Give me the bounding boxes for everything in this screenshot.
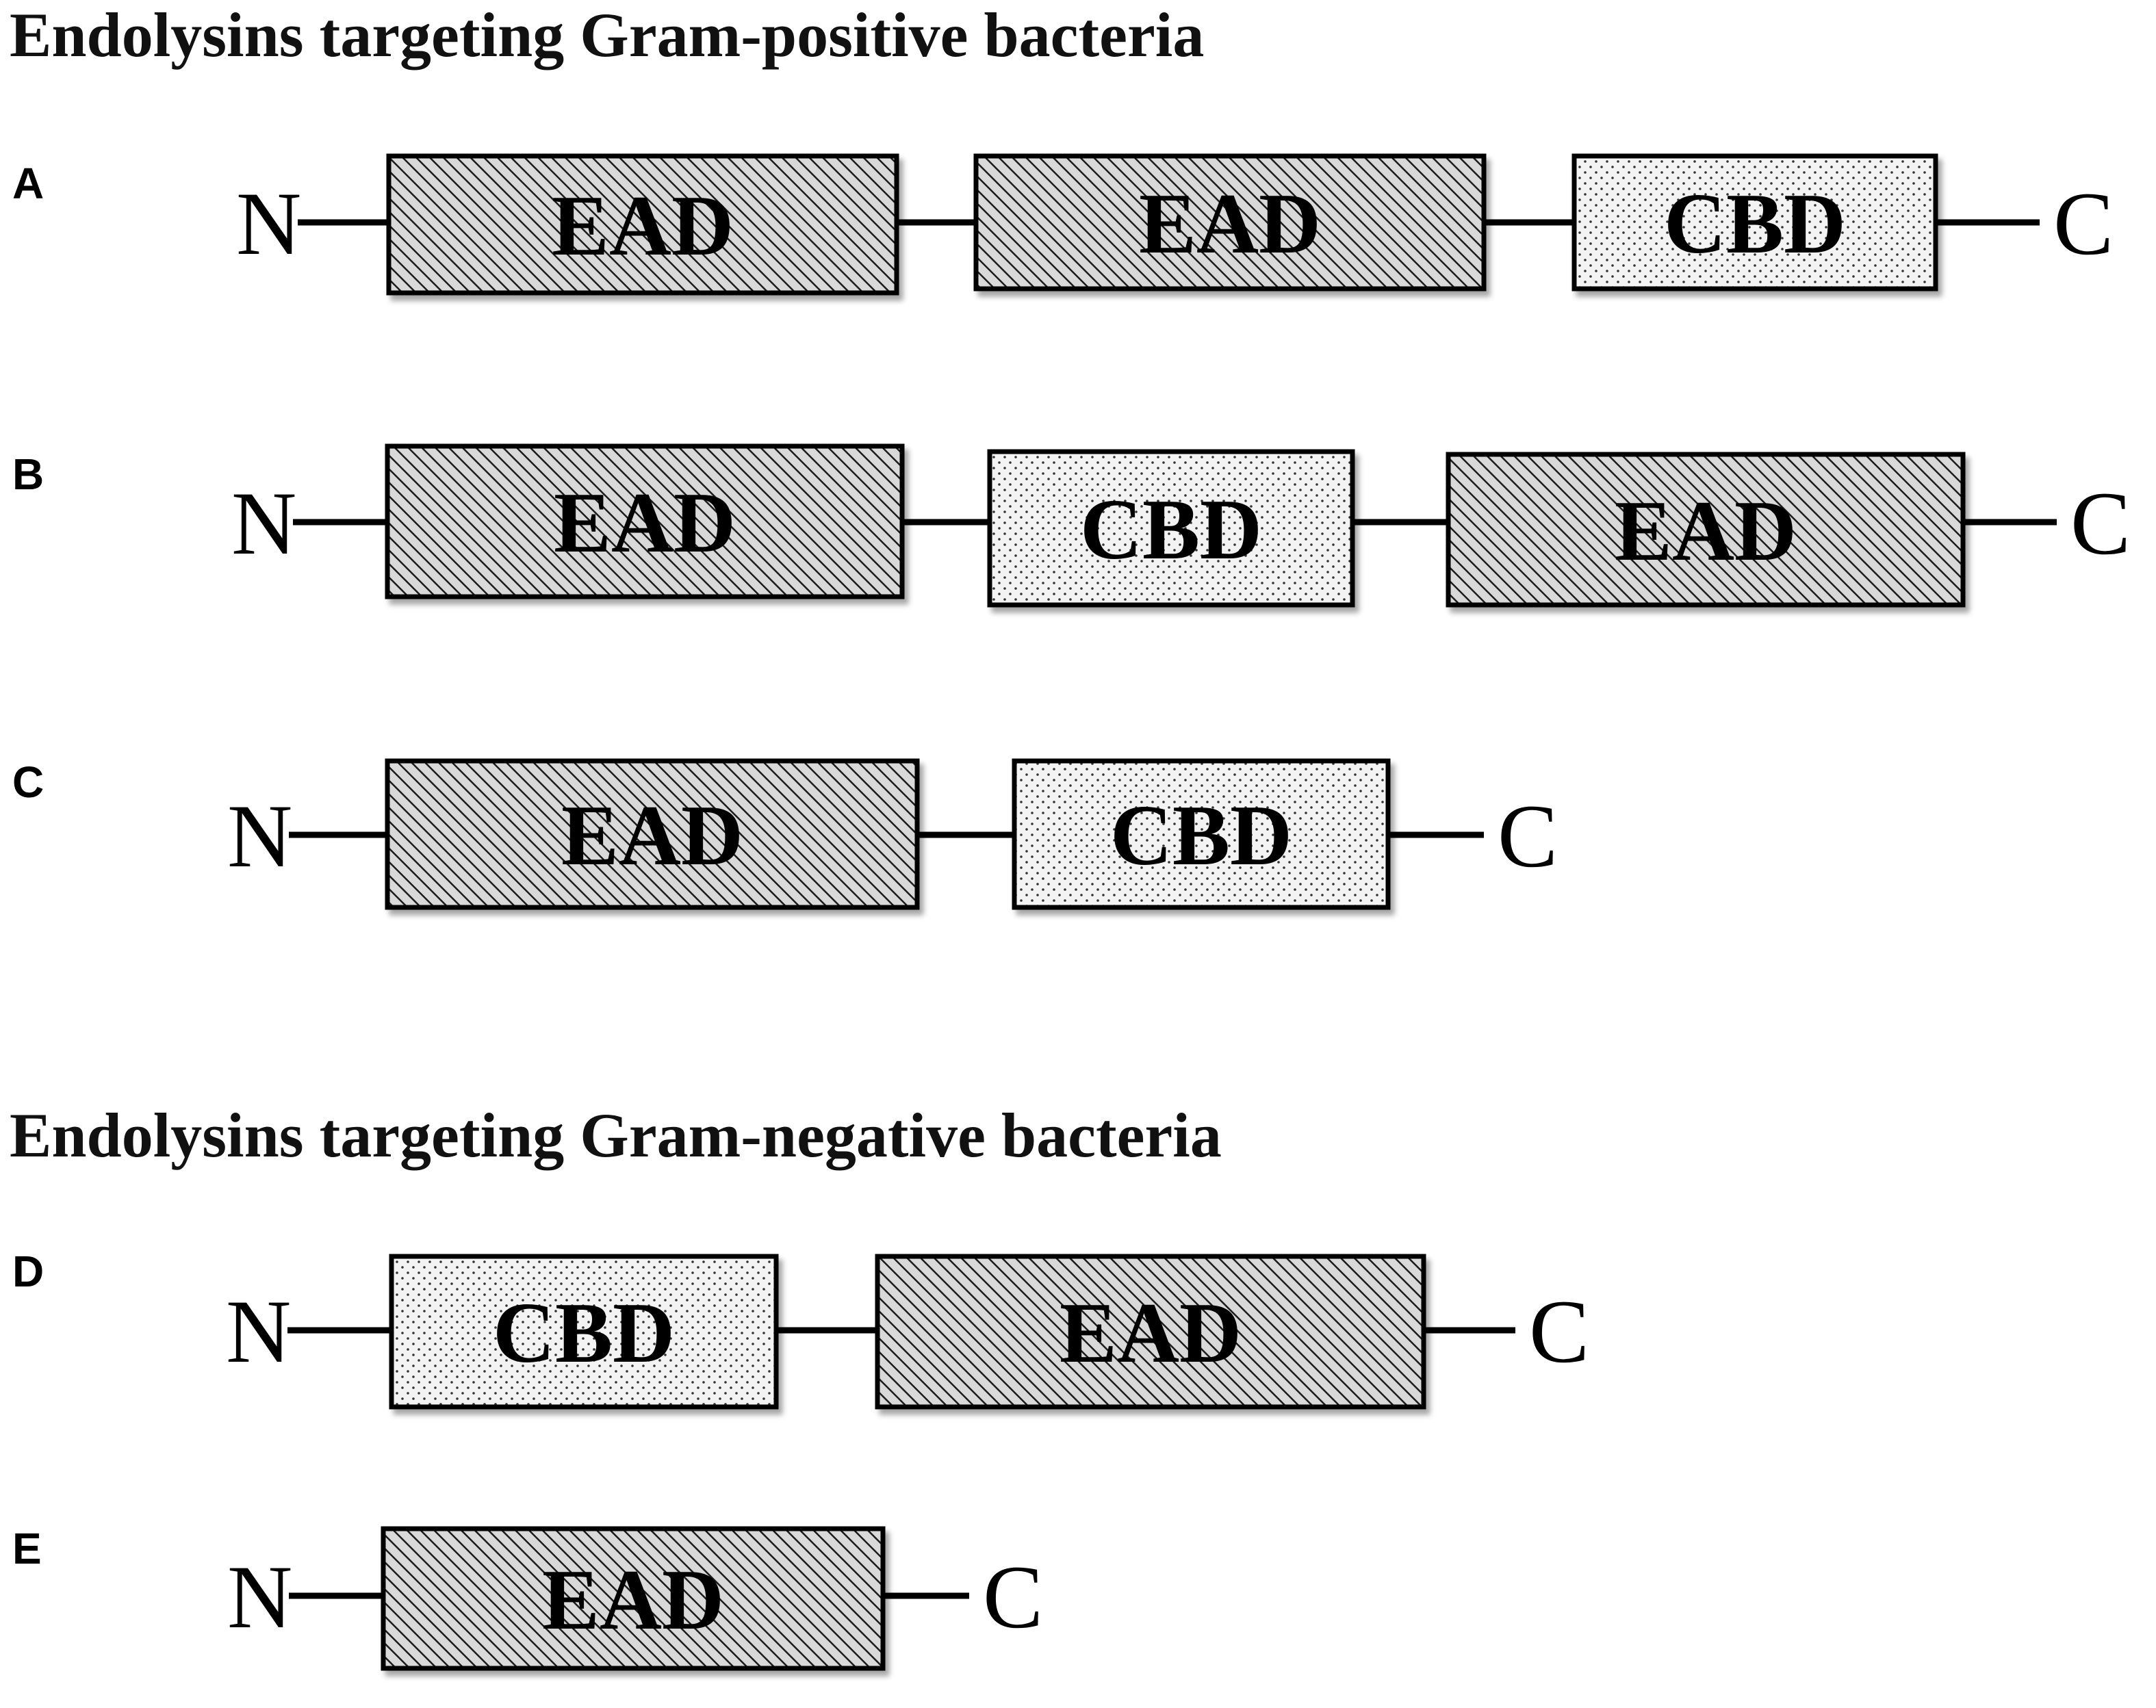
n-terminus-label: N [227, 786, 292, 886]
panel-d: D N CBD EAD C [12, 1247, 1589, 1410]
cbd-domain-box [987, 449, 1355, 608]
panel-label: B [12, 450, 44, 499]
ead-domain-box [381, 1526, 886, 1671]
c-terminus-label: C [2053, 173, 2114, 274]
cbd-domain-label: CBD [493, 1286, 675, 1381]
ead-domain-box [973, 153, 1487, 292]
panel-label: D [12, 1247, 44, 1296]
cbd-domain-box [1571, 153, 1938, 292]
panel-b: B N EAD CBD EAD C [12, 443, 2131, 608]
n-terminus-label: N [227, 1547, 292, 1647]
panel-label: A [12, 159, 44, 208]
ead-domain-label: EAD [1615, 484, 1797, 579]
ead-domain-box [385, 758, 920, 910]
n-terminus-label: N [226, 1281, 291, 1382]
ead-domain-box [1446, 452, 1966, 608]
ead-domain-label: EAD [1060, 1286, 1242, 1381]
ead-domain-label: EAD [1139, 177, 1321, 272]
cbd-domain-label: CBD [1110, 788, 1292, 883]
gram-negative-title: Endolysins targeting Gram-negative bacte… [10, 1100, 1222, 1170]
n-terminus-label: N [236, 173, 301, 274]
cbd-domain-box [389, 1254, 779, 1410]
ead-domain-box [385, 443, 905, 599]
ead-domain-label: EAD [561, 788, 743, 883]
c-terminus-label: C [983, 1547, 1043, 1647]
c-terminus-label: C [1529, 1281, 1589, 1382]
panel-label: E [12, 1524, 42, 1573]
panel-label: C [12, 758, 44, 807]
ead-domain-label: EAD [542, 1553, 724, 1648]
gram-positive-title: Endolysins targeting Gram-positive bacte… [10, 0, 1204, 70]
c-terminus-label: C [2070, 473, 2131, 573]
c-terminus-label: C [1498, 786, 1558, 886]
ead-domain-label: EAD [552, 179, 734, 274]
panel-a: A N EAD EAD CBD C [12, 153, 2114, 296]
panel-e: E N EAD C [12, 1524, 1043, 1671]
cbd-domain-label: CBD [1080, 482, 1262, 578]
cbd-domain-box [1012, 758, 1391, 910]
n-terminus-label: N [231, 473, 296, 573]
ead-domain-box [875, 1254, 1426, 1410]
ead-domain-box [386, 153, 899, 296]
cbd-domain-label: CBD [1664, 177, 1846, 272]
panel-c: C N EAD CBD C [12, 758, 1558, 910]
ead-domain-label: EAD [554, 476, 736, 571]
